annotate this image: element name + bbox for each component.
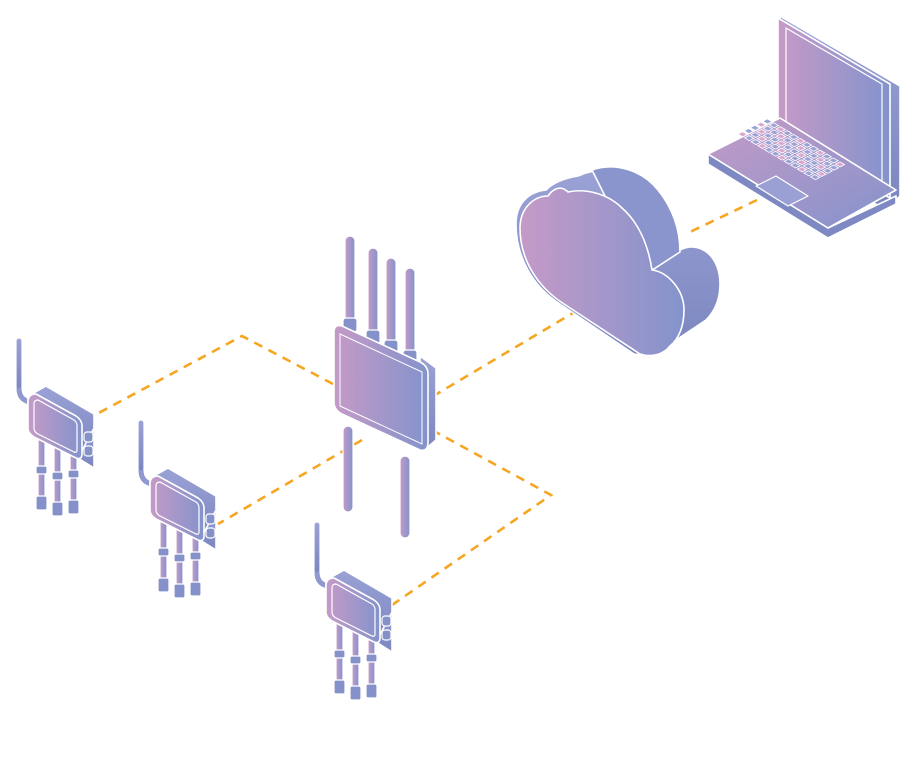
keyboard-key <box>763 146 775 153</box>
sensor-node-icon <box>314 522 392 700</box>
keyboard-key <box>775 126 787 133</box>
keyboard-key <box>750 139 762 146</box>
keyboard-key <box>815 170 827 177</box>
keyboard-key <box>762 132 774 139</box>
keyboard-key <box>788 141 800 148</box>
keyboard-key <box>762 125 774 132</box>
keyboard-key <box>768 129 780 136</box>
keyboard-key <box>802 163 814 170</box>
wireless-gateway-icon <box>333 235 437 539</box>
keyboard-key <box>743 135 755 142</box>
keyboard-key <box>763 139 775 146</box>
keyboard-key <box>783 158 795 165</box>
keyboard-key <box>776 154 788 161</box>
sensor-node-icon <box>16 338 94 516</box>
keyboard-key <box>776 147 788 154</box>
keyboard-key <box>801 141 813 148</box>
link-gateway-sensor-1 <box>92 334 334 418</box>
keyboard-key <box>789 162 801 169</box>
keyboard-key <box>822 167 834 174</box>
keyboard-key <box>809 167 821 174</box>
keyboard-key <box>756 135 768 142</box>
keyboard-key <box>821 160 833 167</box>
keyboard-key <box>769 143 781 150</box>
keyboard-key <box>809 174 821 181</box>
keyboard-key <box>782 137 794 144</box>
keyboard-key <box>815 163 827 170</box>
keyboard-key <box>808 152 820 159</box>
keyboard-key <box>834 161 846 168</box>
keyboard-key <box>803 170 815 177</box>
keyboard-key <box>808 159 820 166</box>
keyboard-key <box>788 134 800 141</box>
keyboard-key <box>756 128 768 135</box>
sensor-node-1 <box>16 338 94 516</box>
keyboard-key <box>761 118 773 125</box>
keyboard-key <box>789 155 801 162</box>
keyboard-key <box>802 156 814 163</box>
connection-links <box>92 198 758 607</box>
keyboard-key <box>775 140 787 147</box>
keyboard-key <box>770 150 782 157</box>
keyboard-key <box>801 148 813 155</box>
keyboard-key <box>814 149 826 156</box>
link-laptop-cloud <box>689 198 758 234</box>
keyboard-key <box>828 164 840 171</box>
keyboard-key <box>808 145 820 152</box>
keyboard-key <box>749 131 761 138</box>
keyboard-key <box>789 148 801 155</box>
keyboard-key <box>769 136 781 143</box>
keyboard-key <box>795 152 807 159</box>
keyboard <box>737 118 846 181</box>
keyboard-key <box>756 142 768 149</box>
sensor-node-3 <box>314 522 392 700</box>
keyboard-key <box>821 153 833 160</box>
keyboard-key <box>768 122 780 129</box>
link-gateway-sensor-3 <box>391 428 554 607</box>
laptop-icon <box>707 15 901 239</box>
link-gateway-sensor-2 <box>217 438 363 526</box>
keyboard-key <box>755 121 767 128</box>
keyboard-key <box>782 144 794 151</box>
keyboard-key <box>775 133 787 140</box>
sensor-node-2 <box>138 420 216 598</box>
cloud-icon <box>515 166 721 357</box>
keyboard-key <box>749 124 761 131</box>
keyboard-key <box>743 128 755 135</box>
keyboard-key <box>794 137 806 144</box>
keyboard-key <box>827 157 839 164</box>
keyboard-key <box>782 151 794 158</box>
sensor-node-icon <box>138 420 216 598</box>
keyboard-key <box>737 131 749 138</box>
link-cloud-gateway <box>429 308 579 400</box>
keyboard-key <box>781 130 793 137</box>
keyboard-key <box>795 145 807 152</box>
keyboard-key <box>796 159 808 166</box>
keyboard-key <box>815 156 827 163</box>
keyboard-key <box>796 166 808 173</box>
